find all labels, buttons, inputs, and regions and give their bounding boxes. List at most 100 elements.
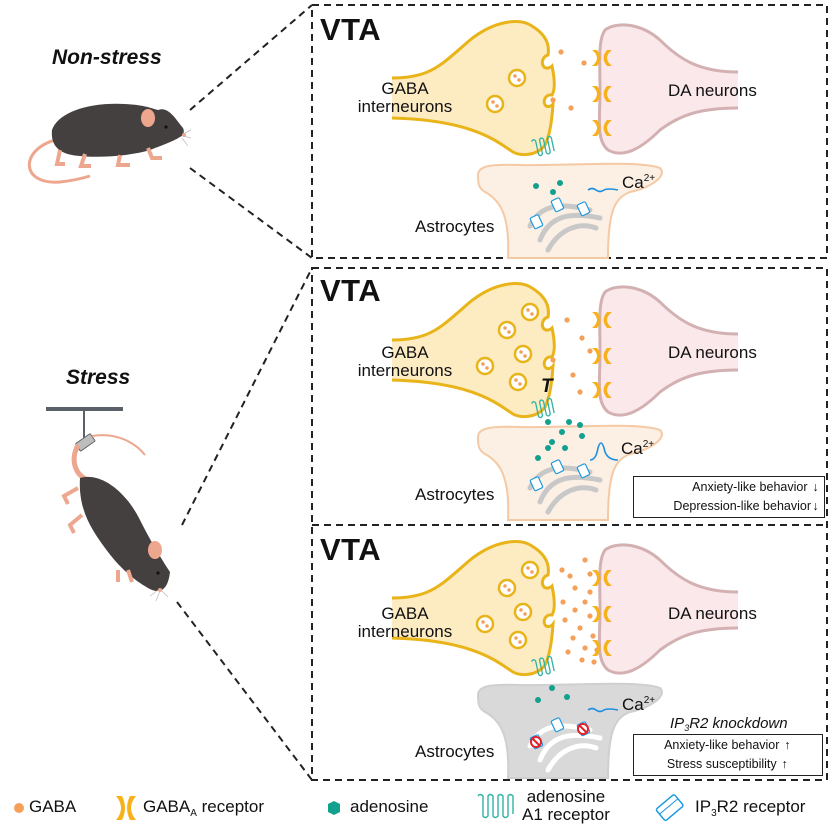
legend-label: adenosine xyxy=(526,787,606,806)
label-line-1: GABA xyxy=(381,604,429,623)
legend-ip3r2-receptor: IP3R2 receptor xyxy=(695,797,805,819)
panel-3-manipulation-label: IP3R2 knockdown xyxy=(670,715,788,733)
receptor-body xyxy=(576,201,591,217)
panel-1-gaba-interneurons-label: GABA interneurons xyxy=(350,80,460,116)
receptor-half xyxy=(603,86,612,102)
receptor-half xyxy=(603,120,612,136)
gaba-molecule xyxy=(587,589,593,595)
zoom-line-nonstress-top xyxy=(189,4,313,111)
adenosine-molecule xyxy=(559,429,565,435)
ip3r2-receptor xyxy=(550,717,565,733)
ip3r2-receptor xyxy=(550,197,565,213)
gaba-molecule xyxy=(568,105,574,111)
arrow-down-icon: ↓ xyxy=(812,480,819,494)
gaba-molecule xyxy=(579,335,585,341)
gaba-a-receptor xyxy=(592,120,612,136)
receptor-half xyxy=(592,120,601,136)
astrocyte xyxy=(476,424,663,521)
ip3r2-receptor xyxy=(576,201,591,217)
gaba-molecule xyxy=(570,635,576,641)
gaba-dot-icon xyxy=(14,803,24,813)
adenosine-molecule xyxy=(549,439,555,445)
calcium-trace xyxy=(589,442,619,461)
receptor-half xyxy=(592,348,601,364)
legend-adenosine: adenosine xyxy=(350,797,428,817)
block-line xyxy=(579,725,587,733)
astrocyte xyxy=(476,162,663,259)
ip3r2-receptor xyxy=(529,476,544,492)
gaba-molecule xyxy=(582,599,588,605)
effect-row: Anxiety-like behavior ↓ xyxy=(638,478,820,497)
gaba-molecule xyxy=(481,620,485,624)
panel-2-drawing xyxy=(391,282,739,521)
vesicle xyxy=(520,560,540,580)
legend-sub: 3 xyxy=(711,808,717,819)
legend-suffix: R2 receptor xyxy=(716,797,806,816)
gaba-interneuron-terminal xyxy=(391,20,556,157)
da-neuron xyxy=(597,23,739,155)
gaba-molecule xyxy=(530,312,534,316)
vesicle xyxy=(485,94,505,114)
adenosine-a1-receptor xyxy=(531,655,555,677)
vesicle xyxy=(508,630,528,650)
gaba-molecule xyxy=(587,348,593,354)
condition-label-nonstress: Non-stress xyxy=(52,46,162,69)
mouse-nonstress-icon xyxy=(27,103,192,184)
adenosine-molecule xyxy=(564,694,570,700)
gaba-molecule xyxy=(579,657,585,663)
vesicle xyxy=(475,356,495,376)
arrow-down-icon: ↓ xyxy=(812,499,819,513)
effect-text: Anxiety-like behavior xyxy=(664,738,780,752)
receptor-half xyxy=(603,348,612,364)
legend-sub: A xyxy=(190,808,197,819)
gaba-molecule xyxy=(485,366,489,370)
gaba-molecule xyxy=(550,357,556,363)
manip-sub: 3 xyxy=(684,723,690,733)
manip-prefix: IP xyxy=(670,715,685,732)
label-line-2: interneurons xyxy=(357,622,453,641)
adenosine-molecule xyxy=(577,422,583,428)
legend-gaba-a-receptor: GABAA receptor xyxy=(143,797,264,819)
arrow-up-icon: ↑ xyxy=(784,738,791,752)
gaba-molecule xyxy=(577,625,583,631)
panel-2-da-neurons-label: DA neurons xyxy=(668,343,757,362)
adenosine-a1-receptor xyxy=(531,135,555,157)
gaba-molecule xyxy=(481,362,485,366)
gaba-molecule xyxy=(558,49,564,55)
receptor-half xyxy=(603,312,612,328)
gaba-molecule xyxy=(570,372,576,378)
gaba-molecule xyxy=(590,633,596,639)
adenosine-hexagon-icon xyxy=(328,801,340,815)
label-line-1: GABA xyxy=(381,79,429,98)
ip3r2-receptor xyxy=(576,463,591,479)
adenosine-molecule xyxy=(535,455,541,461)
gaba-molecule xyxy=(513,74,517,78)
label-line-2: interneurons xyxy=(357,97,453,116)
panel-2-calcium-label: Ca2+ xyxy=(621,439,654,459)
zoom-line-stress-top xyxy=(181,267,313,526)
gaba-molecule xyxy=(523,612,527,616)
gaba-a-receptor xyxy=(592,570,612,586)
gaba-molecule xyxy=(517,78,521,82)
gaba-a-receptor xyxy=(592,312,612,328)
gaba-molecule xyxy=(582,645,588,651)
block-line xyxy=(532,738,540,746)
gaba-molecule xyxy=(507,588,511,592)
vesicle xyxy=(508,372,528,392)
receptor-half xyxy=(592,312,601,328)
gaba-molecule xyxy=(567,573,573,579)
panel-2-region-label: VTA xyxy=(320,273,382,308)
zoom-line-stress-bottom xyxy=(176,601,313,781)
gaba-molecule xyxy=(591,659,597,665)
gaba-a-receptor xyxy=(592,348,612,364)
legend-label-2: A1 receptor xyxy=(522,805,610,824)
gaba-molecule xyxy=(587,613,593,619)
gaba-molecule xyxy=(560,599,566,605)
gaba-molecule xyxy=(503,326,507,330)
receptor-half xyxy=(592,640,601,656)
adenosine-molecule xyxy=(566,419,572,425)
gaba-molecule xyxy=(519,608,523,612)
adenosine-a1-receptor-icon xyxy=(477,793,514,819)
label-line-1: GABA xyxy=(381,343,429,362)
